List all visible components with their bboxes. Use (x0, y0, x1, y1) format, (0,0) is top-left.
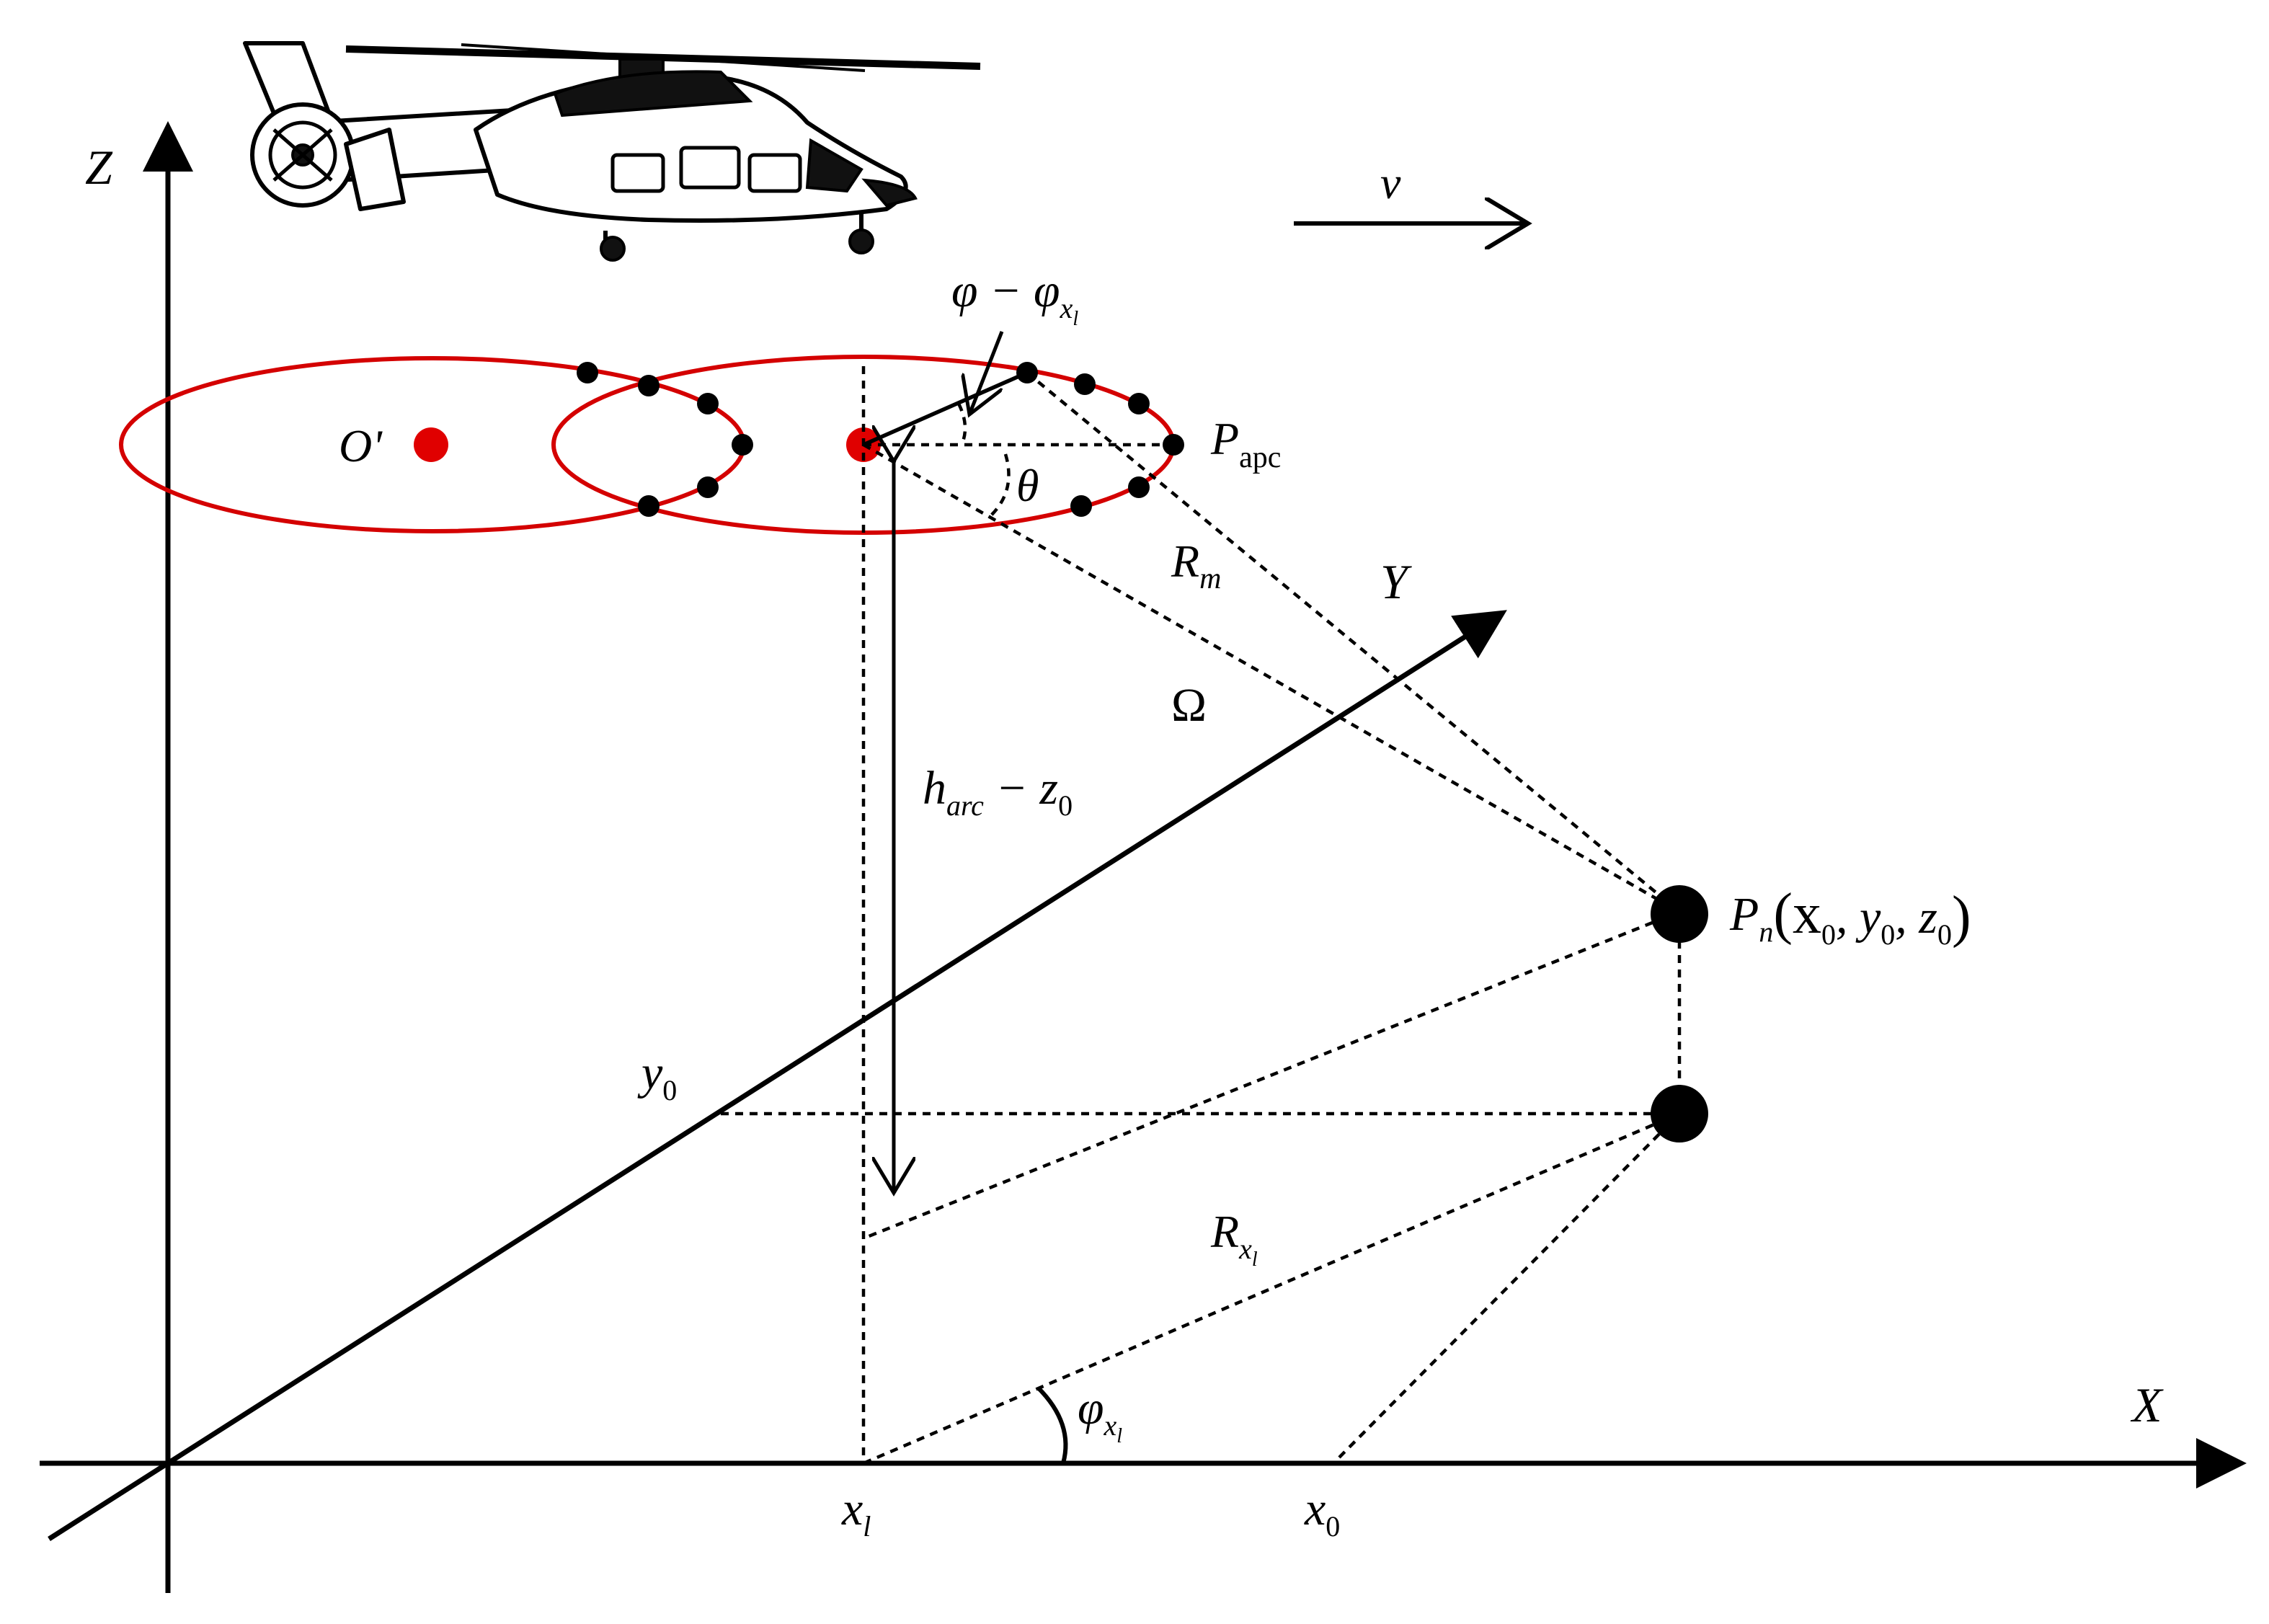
rxl-label: Rxl (1210, 1206, 1258, 1271)
x-axis-label: X (2130, 1377, 2164, 1432)
y0-label: y0 (637, 1047, 677, 1106)
x0-ground-line (1332, 1112, 1681, 1465)
angle-pointer-arrow (969, 331, 1004, 414)
xl-tick-label: xl (841, 1483, 871, 1543)
target-point (1651, 885, 1708, 943)
antenna-sample-dots (577, 362, 1184, 517)
apc-label: Papc (1210, 413, 1281, 474)
slant-range-rm (1026, 371, 1681, 913)
x0-tick-label: x0 (1304, 1483, 1340, 1543)
rxl-ground-line (863, 1111, 1680, 1465)
omega-label: Ω (1171, 679, 1207, 732)
target-projection-point (1651, 1085, 1708, 1142)
phi-xl-label: φxl (1078, 1382, 1122, 1447)
height-label: harc − z0 (923, 762, 1073, 822)
phi-xl-arc (1036, 1385, 1068, 1464)
target-to-xl-line (863, 910, 1680, 1241)
theta-arc (990, 453, 1011, 517)
z-axis-label: Z (85, 140, 113, 195)
velocity-label: v (1380, 157, 1401, 208)
slant-range-center (862, 443, 1681, 913)
radius-line (862, 370, 1029, 447)
theta-label: θ (1016, 460, 1039, 511)
y-axis-label: Y (1380, 554, 1412, 609)
helicopter-icon (243, 41, 981, 262)
angle-difference-label: φ − φxl (951, 265, 1078, 330)
small-angle-arc (956, 402, 967, 444)
rm-label: Rm (1171, 536, 1221, 595)
center-o-prime-point (414, 427, 448, 462)
y-axis (48, 610, 1507, 1541)
target-label: Pn(x0, y0, z0) (1729, 882, 1971, 951)
o-prime-label: O' (339, 420, 383, 471)
